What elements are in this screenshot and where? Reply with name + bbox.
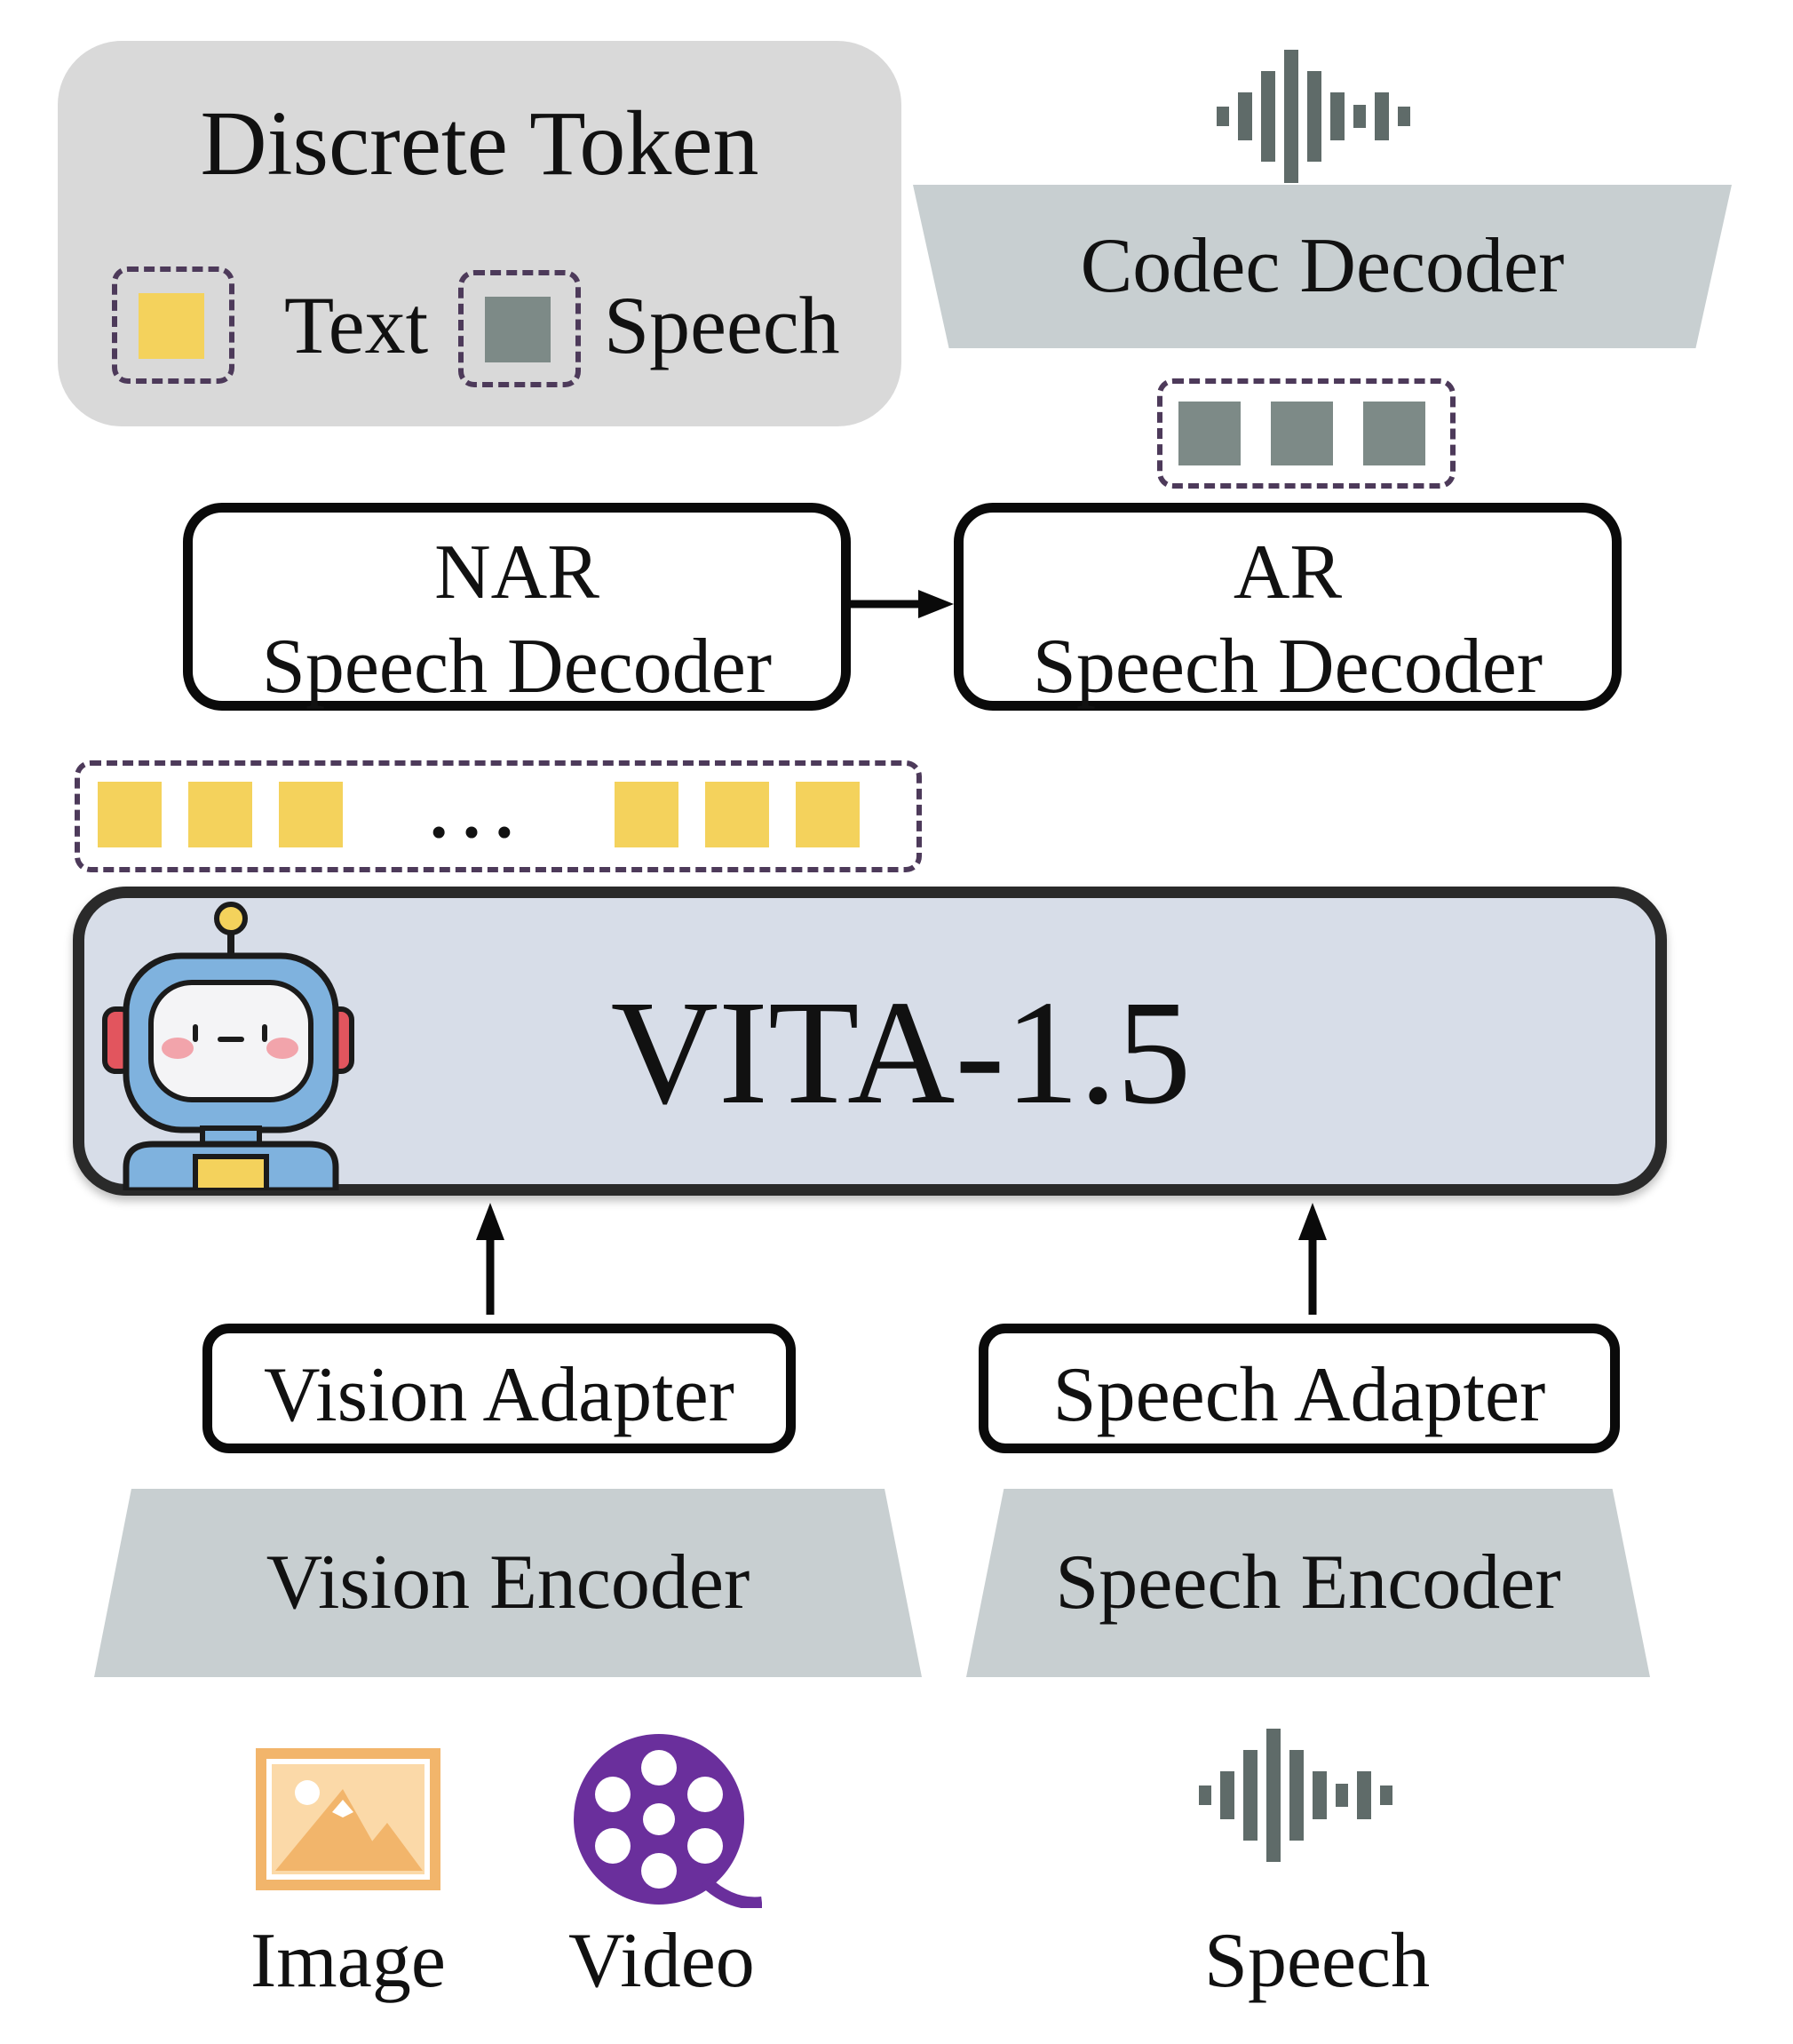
- model-name: VITA-1.5: [610, 970, 1192, 1135]
- speech-token: [1363, 402, 1425, 465]
- speech-token-sequence: [1157, 378, 1456, 489]
- speech-encoder: Speech Encoder: [966, 1489, 1650, 1677]
- nar-label: NAR: [434, 529, 599, 616]
- legend-text-label: Text: [284, 280, 429, 370]
- text-token: [139, 293, 204, 359]
- vision-adapter-label: Vision Adapter: [264, 1352, 734, 1438]
- text-token: [615, 782, 678, 847]
- speech-to-model-arrow: [1298, 1203, 1327, 1315]
- ar-decoder-label: Speech Decoder: [1032, 624, 1543, 710]
- speech-token: [1271, 402, 1333, 465]
- speech-adapter-label: Speech Adapter: [1052, 1352, 1546, 1438]
- legend-speech-label: Speech: [604, 280, 840, 370]
- image-icon: [256, 1748, 440, 1890]
- robot-icon: [102, 902, 354, 1190]
- vision-adapter: Vision Adapter: [202, 1324, 796, 1453]
- legend-title: Discrete Token: [200, 92, 759, 195]
- speech-token: [485, 297, 551, 362]
- speech-adapter: Speech Adapter: [979, 1324, 1620, 1453]
- text-token: [188, 782, 252, 847]
- text-token: [279, 782, 343, 847]
- waveform-icon: [1199, 1729, 1392, 1862]
- nar-decoder-label: Speech Decoder: [261, 624, 773, 710]
- codec-decoder-label: Codec Decoder: [1080, 223, 1565, 309]
- vision-encoder: Vision Encoder: [94, 1489, 922, 1677]
- image-label: Image: [250, 1918, 446, 2004]
- video-icon: [574, 1734, 762, 1908]
- speech-encoder-label: Speech Encoder: [1055, 1539, 1561, 1626]
- text-token: [98, 782, 162, 847]
- video-label: Video: [568, 1918, 755, 2004]
- speech-input-label: Speech: [1204, 1918, 1431, 2004]
- vita-model-block: VITA-1.5: [73, 887, 1667, 1196]
- text-token-swatch: [112, 266, 234, 384]
- token-ellipsis: …: [423, 750, 520, 858]
- ar-label: AR: [1233, 529, 1343, 616]
- vision-to-model-arrow: [476, 1203, 504, 1315]
- nar-to-ar-arrow: [849, 590, 954, 618]
- vision-encoder-label: Vision Encoder: [266, 1539, 750, 1626]
- speech-token: [1178, 402, 1241, 465]
- text-token: [705, 782, 769, 847]
- speech-token-swatch: [458, 270, 581, 387]
- legend-panel: Discrete Token: [58, 41, 901, 426]
- text-token: [796, 782, 860, 847]
- codec-decoder: Codec Decoder: [913, 185, 1732, 348]
- ar-speech-decoder: AR Speech Decoder: [954, 503, 1622, 711]
- waveform-icon: [1217, 50, 1410, 183]
- nar-speech-decoder: NAR Speech Decoder: [183, 503, 851, 711]
- text-token-sequence: …: [75, 755, 922, 872]
